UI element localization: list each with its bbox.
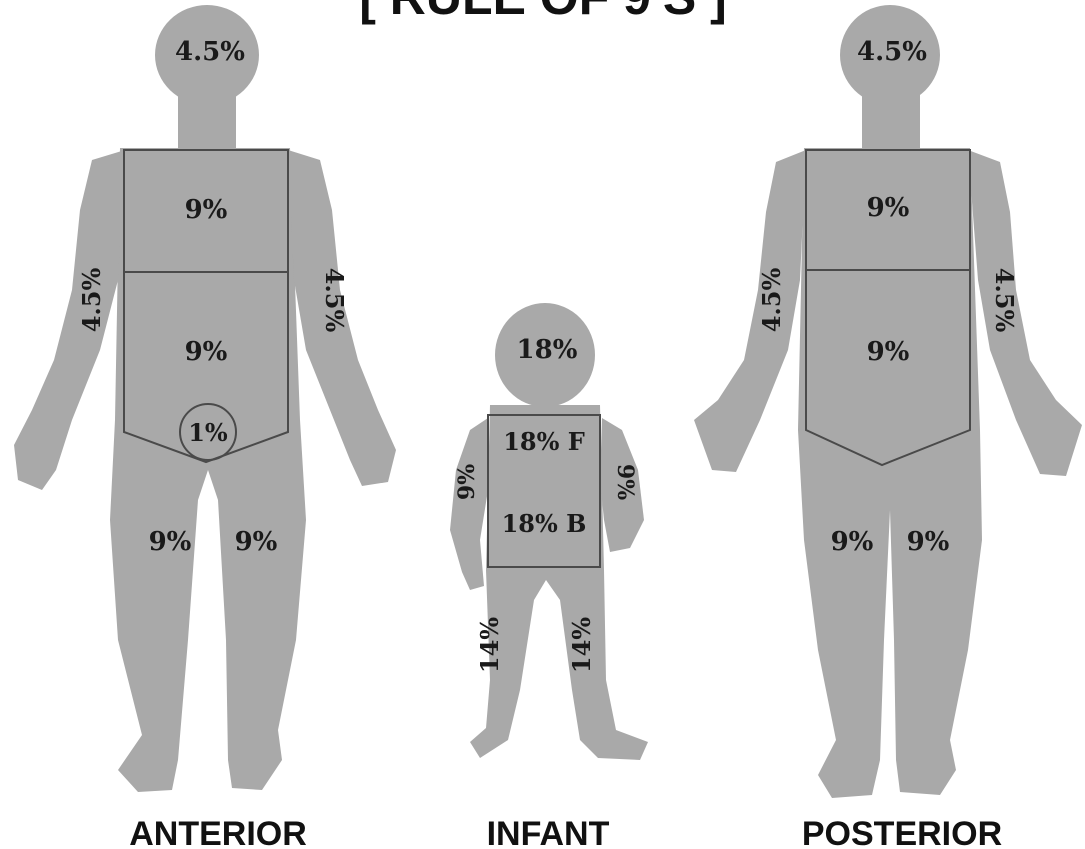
posterior-head-label: 4.5% — [857, 37, 927, 67]
posterior-figure: 4.5% 9% 9% 9% 9% 4.5% 4.5% POSTERIOR — [694, 5, 1082, 849]
anterior-caption: ANTERIOR — [129, 815, 307, 849]
posterior-right-arm-label: 4.5% — [990, 268, 1019, 333]
anterior-neck-shape — [178, 95, 236, 150]
anterior-figure: 4.5% 9% 9% 1% 9% 9% 4.5% 4.5% ANTERIOR — [14, 5, 396, 849]
anterior-body-shape — [110, 148, 306, 792]
infant-right-arm-label: 9% — [612, 464, 638, 500]
anterior-head-label: 4.5% — [175, 37, 245, 67]
infant-head-label: 18% — [517, 335, 578, 365]
anterior-left-arm-shape — [14, 150, 125, 490]
infant-figure: 18% 18% F 18% B 9% 9% 14% 14% INFANT — [450, 303, 648, 849]
posterior-right-leg-label: 9% — [907, 527, 950, 557]
anterior-genital-label: 1% — [188, 418, 228, 447]
anterior-right-arm-label: 4.5% — [320, 268, 349, 333]
anterior-left-arm-label: 4.5% — [77, 268, 106, 333]
infant-right-leg-label: 14% — [567, 617, 596, 673]
anterior-chest-label: 9% — [185, 195, 228, 225]
infant-left-leg-label: 14% — [475, 617, 504, 673]
infant-left-arm-shape — [450, 418, 488, 590]
posterior-left-arm-shape — [694, 150, 806, 472]
posterior-body-shape — [798, 148, 982, 798]
infant-front-label: 18% F — [503, 427, 585, 456]
posterior-upper-back-label: 9% — [867, 193, 910, 223]
infant-caption: INFANT — [487, 815, 610, 849]
infant-back-label: 18% B — [502, 509, 587, 538]
posterior-lower-back-label: 9% — [867, 337, 910, 367]
posterior-left-leg-label: 9% — [831, 527, 874, 557]
posterior-right-arm-shape — [968, 150, 1082, 476]
anterior-abdomen-label: 9% — [185, 337, 228, 367]
posterior-neck-shape — [862, 95, 920, 150]
posterior-caption: POSTERIOR — [802, 815, 1002, 849]
infant-left-arm-label: 9% — [454, 464, 480, 500]
anterior-left-leg-label: 9% — [149, 527, 192, 557]
posterior-left-arm-label: 4.5% — [757, 268, 786, 333]
diagram-title: [ RULE OF 9'S ] — [359, 0, 726, 25]
anterior-right-leg-label: 9% — [235, 527, 278, 557]
